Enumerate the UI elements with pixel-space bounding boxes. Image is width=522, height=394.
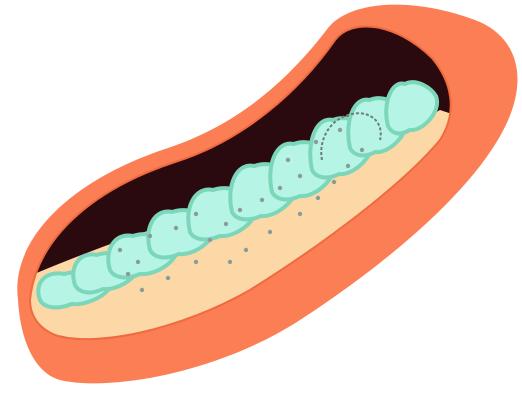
granule	[194, 212, 198, 216]
granule	[360, 148, 364, 152]
granule	[228, 260, 232, 264]
granule	[346, 164, 350, 168]
granule	[238, 208, 242, 212]
granule	[136, 260, 140, 264]
granule	[338, 128, 342, 132]
granule	[332, 180, 336, 184]
granule	[314, 140, 318, 144]
granule	[174, 226, 178, 230]
granule	[244, 248, 248, 252]
granule	[148, 234, 152, 238]
granule	[286, 158, 290, 162]
granule	[298, 174, 302, 178]
granule	[316, 196, 320, 200]
granule	[278, 186, 282, 190]
granule	[208, 238, 212, 242]
granule	[260, 198, 264, 202]
granule	[126, 272, 130, 276]
granule	[118, 248, 122, 252]
granule	[298, 212, 302, 216]
granule	[166, 276, 170, 280]
granule	[268, 230, 272, 234]
granule	[140, 288, 144, 292]
granule	[224, 222, 228, 226]
granule	[194, 260, 198, 264]
